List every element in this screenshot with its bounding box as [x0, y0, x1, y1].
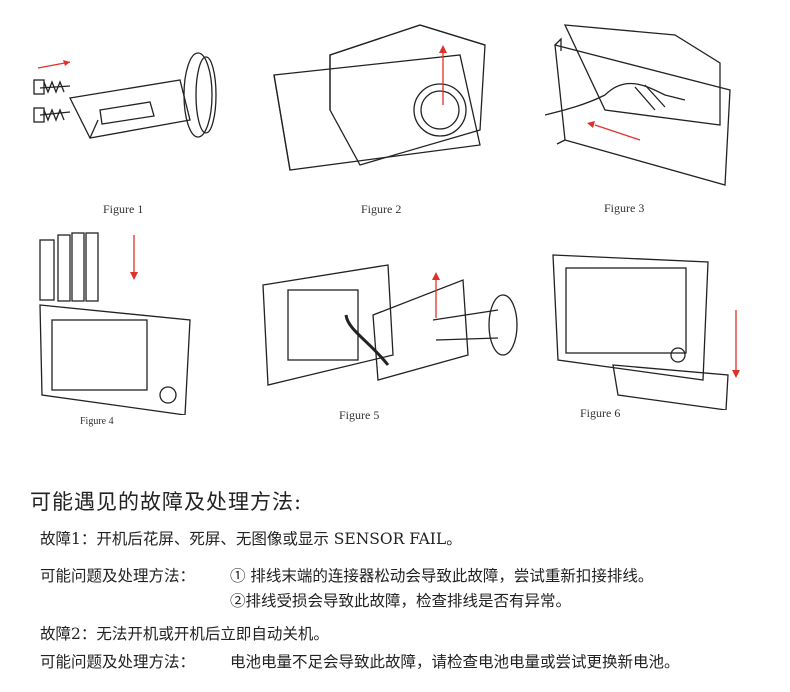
fault-2-solution-1: 电池电量不足会导致此故障，请检查电池电量或尝试更换新电池。	[230, 653, 680, 671]
figure-6	[548, 250, 748, 410]
figure-1-illustration	[33, 52, 217, 139]
figure-2-caption: Figure 2	[361, 202, 402, 216]
figure-4-caption: Figure 4	[80, 416, 114, 427]
figure-5-illustration	[262, 264, 518, 386]
figure-3	[545, 15, 745, 195]
figure-5	[258, 260, 528, 395]
figure-4	[30, 225, 200, 415]
figure-2	[270, 15, 500, 200]
figure-3-illustration	[545, 24, 731, 186]
figure-1-caption: Figure 1	[103, 202, 144, 216]
section-title: 可能遇见的故障及处理方法:	[30, 490, 303, 514]
figure-3-caption: Figure 3	[604, 201, 645, 215]
fault-2-label: 故障2：无法开机或开机后立即自动关机。	[40, 625, 329, 643]
figure-6-caption: Figure 6	[580, 406, 621, 420]
figure-4-illustration	[39, 232, 191, 415]
figure-5-caption: Figure 5	[339, 408, 380, 422]
fault-1-solution-2: ②排线受损会导致此故障，检查排线是否有异常。	[230, 592, 572, 610]
figure-2-illustration	[273, 24, 486, 171]
fault-1-label: 故障1：开机后花屏、死屏、无图像或显示 SENSOR FAIL。	[40, 530, 462, 548]
fault-2-solution-lead: 可能问题及处理方法：	[40, 653, 196, 671]
figure-6-illustration	[552, 254, 740, 410]
fault-1-solution-lead: 可能问题及处理方法：	[40, 567, 196, 585]
figure-1	[30, 20, 240, 200]
fault-1-solution-1: ① 排线末端的连接器松动会导致此故障，尝试重新扣接排线。	[230, 567, 654, 585]
